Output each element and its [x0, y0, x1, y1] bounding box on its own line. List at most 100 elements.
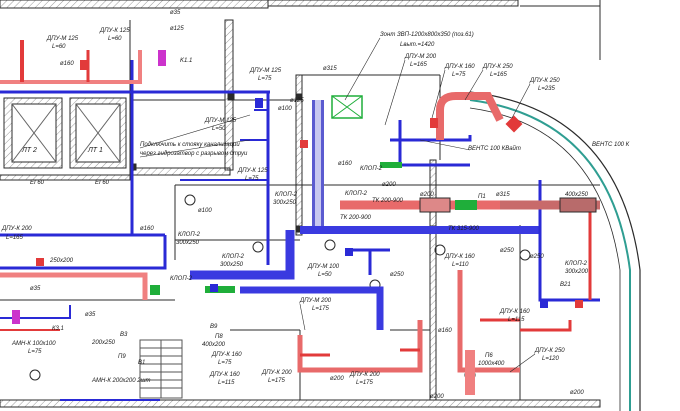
exhaust-box-right: [559, 197, 597, 213]
column-2: [295, 93, 303, 101]
label-t69: L=115: [508, 317, 525, 323]
magenta-unit-1: [158, 50, 166, 66]
supply-duct-top-right: [390, 135, 472, 142]
label-t48: 250х200: [49, 258, 74, 264]
label-t68: ДПУ-К 160: [499, 309, 530, 315]
red-fitting-2: [36, 258, 44, 266]
blue-fitting-3: [540, 300, 548, 308]
facade-arc-outer: [469, 91, 641, 411]
green-unit-4: [150, 285, 160, 295]
building-walls: [0, 0, 641, 411]
label-t70: ДПУ-К 250: [534, 348, 565, 354]
label-t79: ДПУ-К 160: [211, 352, 242, 358]
label-t78: АМН-К 200х200 2шт: [91, 378, 151, 384]
label-t39: КЛОП-2: [345, 191, 368, 197]
label-t91: ø250: [390, 272, 404, 278]
room-tag-1: [184, 194, 196, 206]
label-t40: ТК 200-900: [372, 198, 404, 204]
label-t42: ТК 315-900: [448, 226, 480, 232]
label-t99: ø160: [338, 161, 352, 167]
label-t86: L=175: [356, 380, 374, 386]
label-t72: П6: [485, 353, 493, 359]
label-t32: ø125: [290, 98, 304, 104]
equipment: [12, 50, 597, 324]
label-t9: ДПУ-М 125: [249, 68, 282, 74]
label-t37: КЛОП-2: [275, 192, 298, 198]
label-t29: ДПУ-М 125: [204, 118, 237, 124]
label-t7: L=60: [108, 36, 122, 42]
label-t24: ЛТ 1: [87, 147, 103, 154]
green-unit-1: [455, 200, 477, 210]
wall-top-right: [267, 0, 519, 7]
exhaust-duct-branch-2: [520, 320, 572, 332]
hood-box-cross: [331, 95, 363, 119]
label-t53: 300х250: [220, 262, 244, 268]
label-t15: L=165: [410, 62, 428, 68]
label-t81: ДПУ-К 160: [209, 372, 240, 378]
label-t51: 300х250: [176, 240, 200, 246]
label-t46: ДПУ-К 200: [1, 226, 32, 232]
leader-lines: [139, 37, 536, 373]
label-t94: ø160: [438, 328, 452, 334]
supply-duct-down-265: [0, 235, 167, 270]
label-t54: ДПУ-М 100: [307, 264, 340, 270]
red-fitting-4: [300, 140, 308, 148]
green-unit-3: [380, 162, 402, 168]
label-t64: АМН-К 100х100: [11, 341, 56, 347]
room-tag-2: [324, 239, 336, 251]
supply-duct-main-mid: [190, 230, 295, 280]
label-t38: 300х250: [273, 200, 297, 206]
label-t14: ДПУ-М 200: [404, 54, 437, 60]
label-t18: ДПУ-К 250: [482, 64, 513, 70]
label-t45: 400х250: [565, 192, 589, 198]
red-fitting-6: [80, 60, 88, 70]
label-t13: Lвыт.=1420: [400, 42, 435, 48]
exhaust-duct-lower-right: [457, 270, 520, 373]
label-t85: ДПУ-К 200: [349, 372, 380, 378]
label-t71: L=120: [542, 356, 560, 362]
green-unit-2: [205, 286, 235, 293]
label-t67: L=175: [312, 306, 330, 312]
label-t58: КЛОП-2: [565, 261, 588, 267]
wall-bottom: [0, 399, 601, 408]
label-t25: EI 60: [30, 180, 45, 186]
label-t55: L=50: [318, 272, 332, 278]
label-t26: EI 60: [95, 180, 110, 186]
room-tag-4: [519, 249, 531, 261]
label-t43: ø200: [420, 192, 434, 198]
supply-duct-left-small: [0, 305, 71, 319]
label-t27: Подключить к стояку канализации: [140, 142, 240, 148]
stairs: [139, 339, 183, 399]
column-1: [227, 93, 235, 101]
label-t61: ø35: [30, 286, 41, 292]
label-t31: ø100: [278, 106, 292, 112]
label-t92: ø200: [430, 394, 444, 400]
label-t95: ø200: [382, 182, 396, 188]
label-t36: ВЕНТС 100 КВайт: [468, 145, 521, 152]
label-t57: L=110: [452, 262, 469, 268]
label-t66: ДПУ-М 200: [299, 298, 332, 304]
label-t74: В3: [120, 332, 128, 338]
exhaust-duct-lower: [297, 320, 423, 373]
exhaust-duct-top-curve: [436, 92, 504, 140]
label-t16: ДПУ-К 160: [444, 64, 475, 70]
label-t19: L=165: [490, 72, 508, 78]
room-tag-3: [434, 244, 446, 256]
exhaust-duct-vents-lower: [300, 348, 420, 357]
blue-fitting-2: [345, 248, 353, 256]
exhaust-duct-top-left: [0, 50, 142, 84]
label-t3: ø35: [170, 10, 181, 16]
room-tag-6: [252, 241, 264, 253]
supply-duct-lower: [240, 286, 384, 330]
label-t1: ДПУ-М 125: [46, 36, 79, 42]
supply-duct-b1: [350, 248, 390, 275]
label-t98: В21: [560, 282, 571, 288]
elevator-cross-2: [75, 103, 121, 163]
label-t76: П9: [118, 354, 126, 360]
wall-top: [0, 0, 269, 9]
label-t35: ø100: [198, 208, 212, 214]
elevator-cross-1: [11, 103, 57, 163]
label-t47: L=165: [6, 235, 24, 241]
wall-core-h2: [0, 174, 131, 181]
